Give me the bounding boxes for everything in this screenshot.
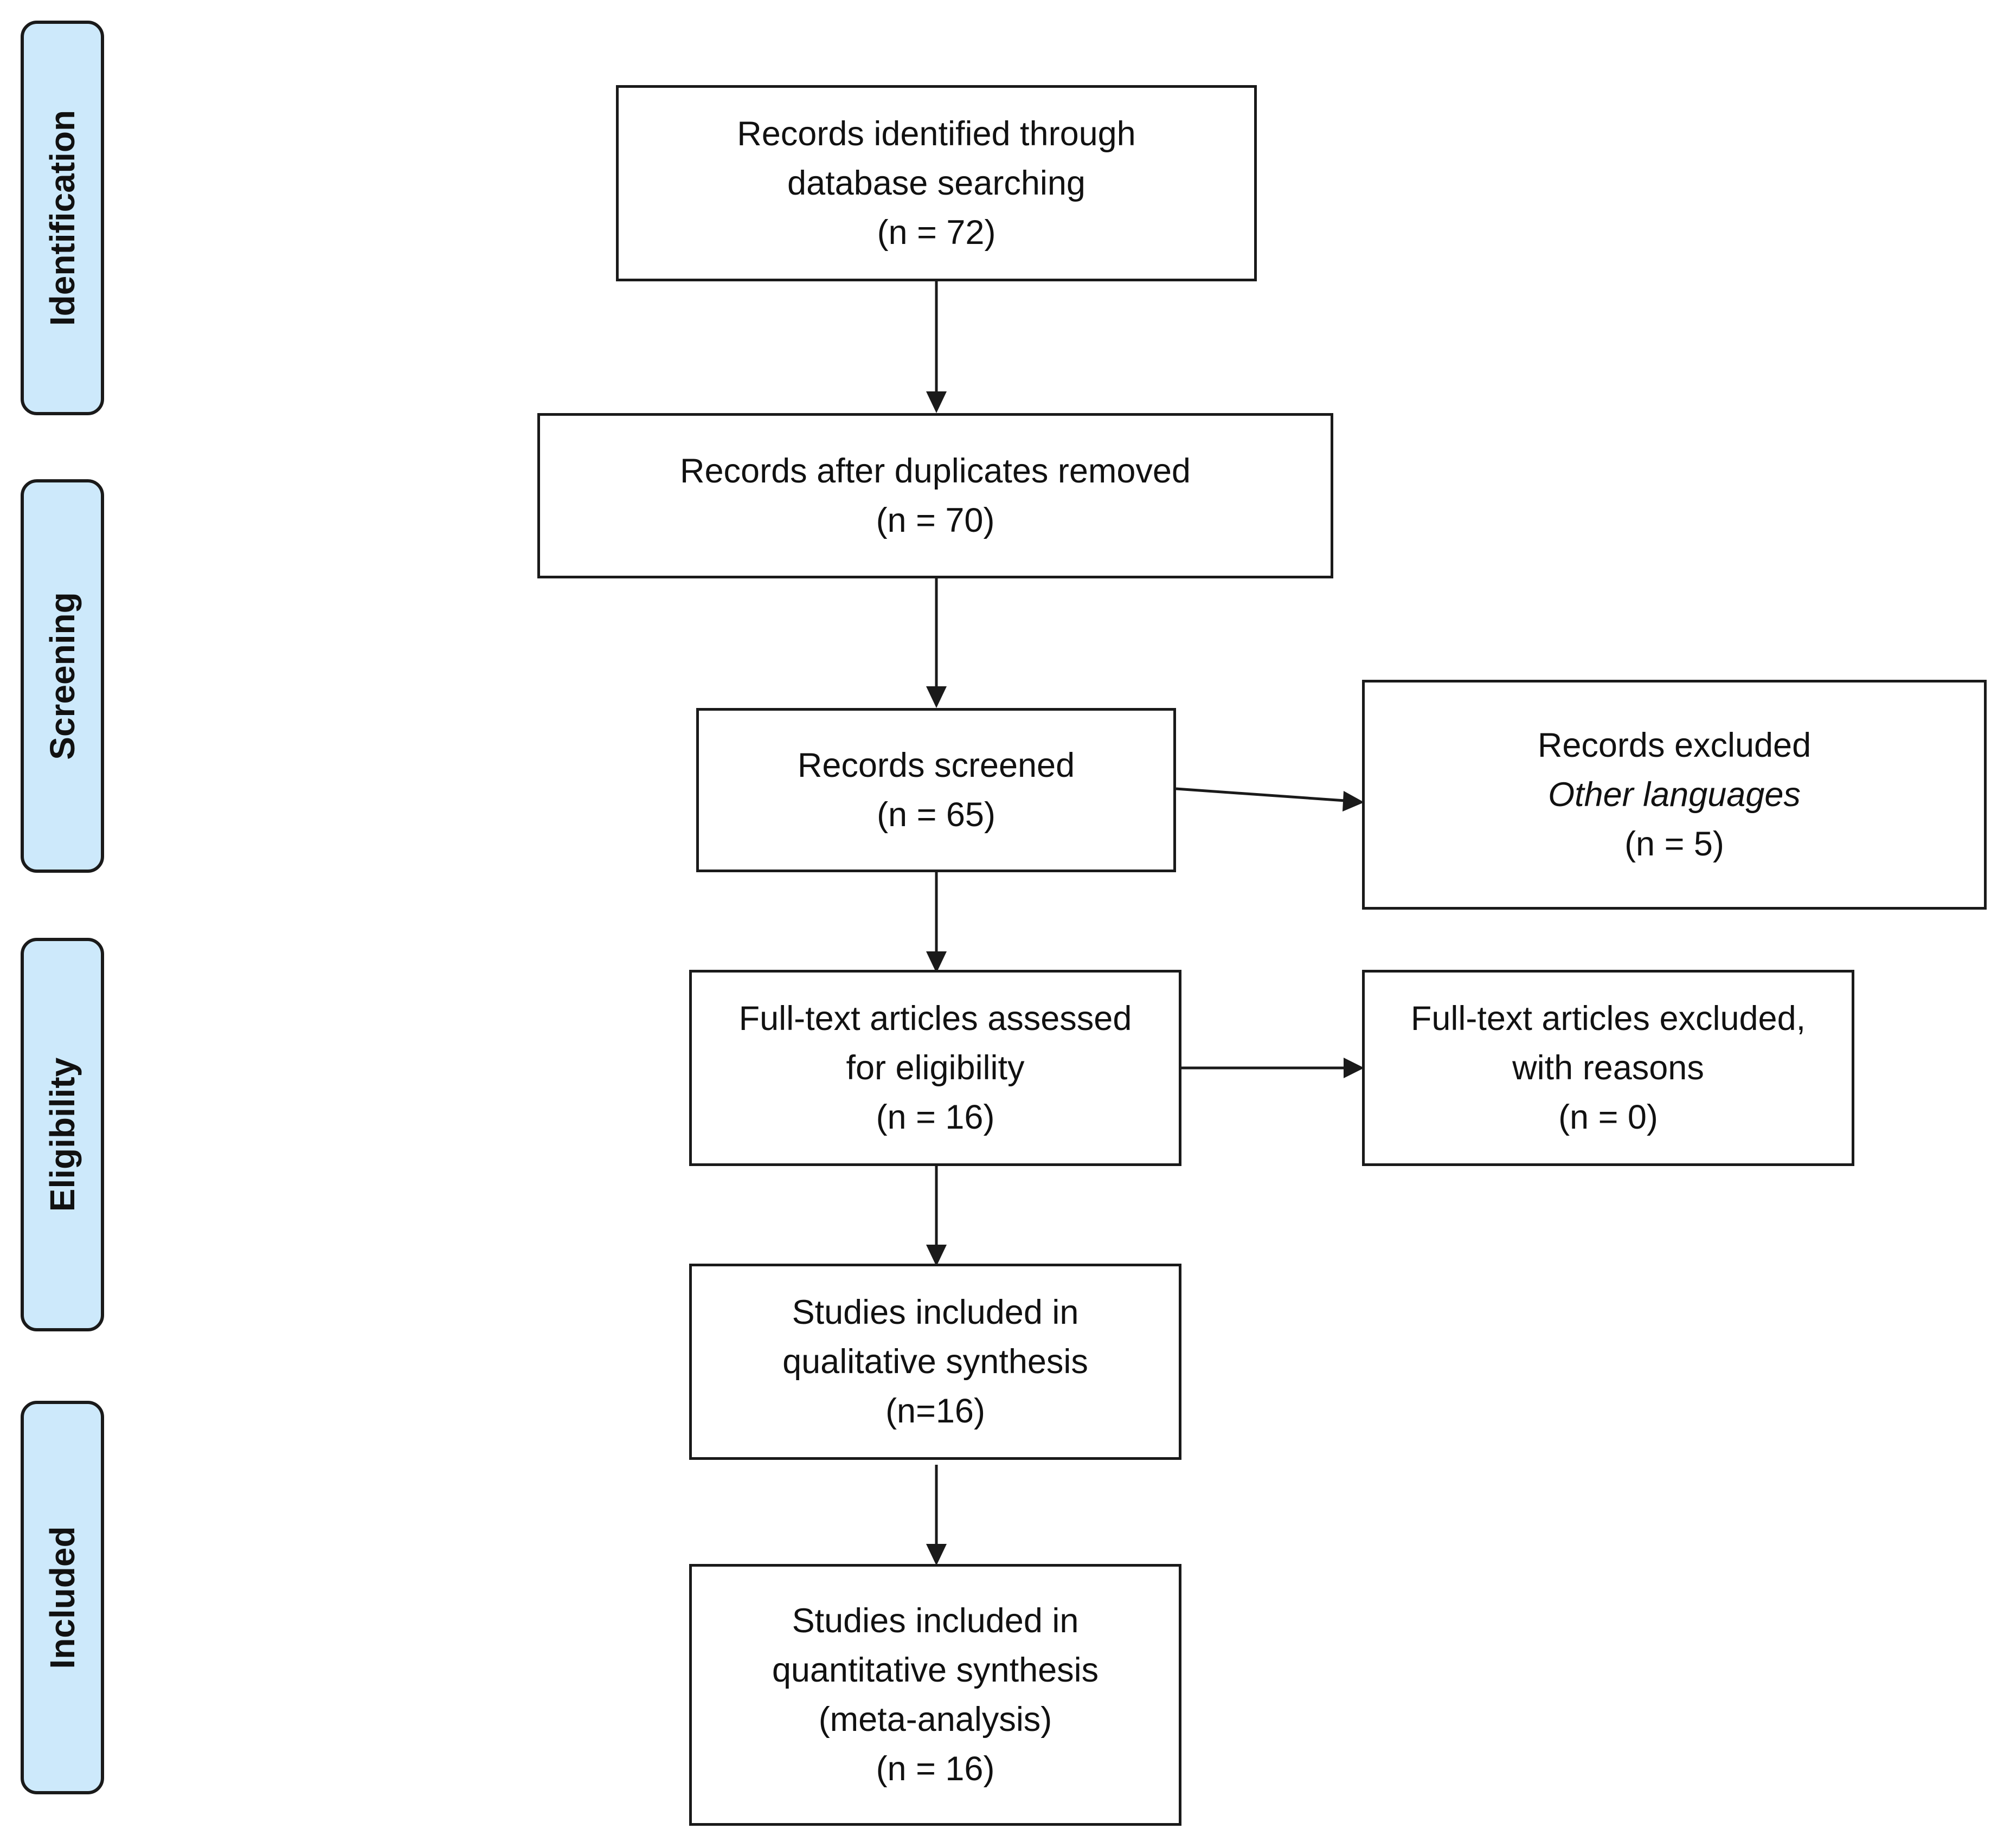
quantitative-synthesis-count: (n = 16)	[876, 1749, 995, 1788]
records-screened-count: (n = 65)	[877, 795, 995, 834]
box-records-excluded: Records excluded Other languages (n = 5)	[1362, 680, 1987, 910]
box-records-identified: Records identified through database sear…	[616, 85, 1257, 281]
box-fulltext-excluded: Full-text articles excluded, with reason…	[1362, 970, 1854, 1166]
arrow-screened-to-excluded	[1176, 787, 1346, 802]
fulltext-assessed-count: (n = 16)	[876, 1098, 995, 1136]
box-qualitative-synthesis: Studies included in qualitative synthesi…	[689, 1264, 1181, 1460]
qualitative-synthesis-line1: Studies included in	[792, 1293, 1079, 1331]
records-deduplicated-line1: Records after duplicates removed	[680, 452, 1191, 490]
arrowhead-quantitative	[926, 1544, 947, 1566]
fulltext-assessed-line2: for eligibility	[846, 1048, 1025, 1087]
records-screened-line1: Records screened	[797, 746, 1075, 784]
arrowhead-screened	[926, 686, 947, 708]
records-identified-count: (n = 72)	[877, 213, 996, 252]
quantitative-synthesis-line3: (meta-analysis)	[818, 1700, 1052, 1738]
records-deduplicated-count: (n = 70)	[876, 501, 995, 539]
stage-eligibility: Eligibility	[21, 938, 104, 1331]
arrowhead-deduplicated	[926, 391, 947, 413]
arrowhead-fulltext	[926, 951, 947, 973]
records-identified-line2: database searching	[787, 164, 1086, 202]
quantitative-synthesis-line1: Studies included in	[792, 1601, 1079, 1640]
stage-identification: Identification	[21, 21, 104, 415]
qualitative-synthesis-line2: qualitative synthesis	[782, 1342, 1088, 1381]
box-fulltext-assessed: Full-text articles assessed for eligibil…	[689, 970, 1181, 1166]
arrowhead-excluded	[1343, 791, 1364, 812]
fulltext-excluded-line1: Full-text articles excluded,	[1410, 999, 1806, 1038]
stage-screening: Screening	[21, 479, 104, 873]
stage-included: Included	[21, 1401, 104, 1794]
fulltext-assessed-line1: Full-text articles assessed	[738, 999, 1132, 1038]
arrowhead-fulltext-excluded	[1344, 1058, 1364, 1078]
quantitative-synthesis-line2: quantitative synthesis	[772, 1651, 1099, 1689]
qualitative-synthesis-count: (n=16)	[885, 1392, 985, 1430]
box-records-screened: Records screened (n = 65)	[696, 708, 1176, 872]
arrowhead-qualitative	[926, 1245, 947, 1266]
box-records-deduplicated: Records after duplicates removed (n = 70…	[537, 413, 1333, 578]
records-excluded-line1: Records excluded	[1537, 726, 1812, 764]
box-quantitative-synthesis: Studies included in quantitative synthes…	[689, 1564, 1181, 1826]
records-identified-line1: Records identified through	[737, 114, 1136, 153]
fulltext-excluded-count: (n = 0)	[1558, 1098, 1658, 1136]
fulltext-excluded-line2: with reasons	[1512, 1048, 1704, 1087]
records-excluded-reason: Other languages	[1548, 775, 1801, 814]
records-excluded-count: (n = 5)	[1624, 825, 1724, 863]
